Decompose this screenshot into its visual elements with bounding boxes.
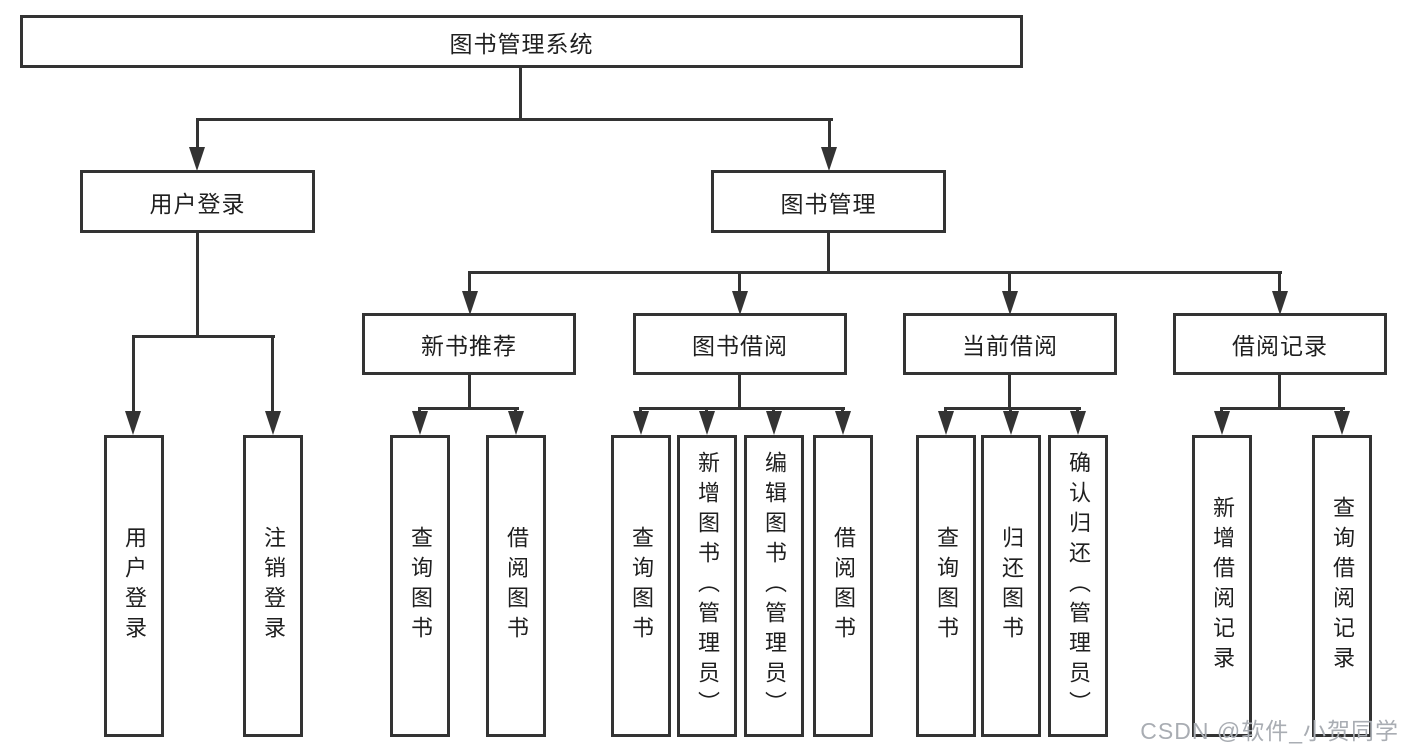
leaf-label: 归还图书 <box>999 526 1024 646</box>
node-label: 新书推荐 <box>421 333 517 359</box>
node-library-management-system: 图书管理系统 <box>20 15 1023 68</box>
leaf-user-login: 用户登录 <box>104 435 164 737</box>
leaf-borrow-books-borrow: 借阅图书 <box>813 435 873 737</box>
leaf-label: 查询借阅记录 <box>1330 496 1355 676</box>
arrow-down-icon <box>766 411 782 435</box>
connector-drop <box>271 335 274 415</box>
leaf-label: 用户登录 <box>122 526 147 646</box>
leaf-query-books-borrow: 查询图书 <box>611 435 671 737</box>
leaf-query-borrow-record: 查询借阅记录 <box>1312 435 1372 737</box>
leaf-query-books-recommend: 查询图书 <box>390 435 450 737</box>
connector-book-borrow-stub <box>738 375 741 410</box>
arrow-down-icon <box>462 291 478 315</box>
connector-user-login-stub <box>196 233 199 338</box>
arrow-down-icon <box>1214 411 1230 435</box>
connector-drop <box>738 271 741 297</box>
connector-drop <box>196 118 199 150</box>
leaf-borrow-books-recommend: 借阅图书 <box>486 435 546 737</box>
connector-drop <box>132 335 135 415</box>
connector-drop <box>468 271 471 297</box>
leaf-query-books-current: 查询图书 <box>916 435 976 737</box>
leaf-add-borrow-record: 新增借阅记录 <box>1192 435 1252 737</box>
node-borrow-records: 借阅记录 <box>1173 313 1387 375</box>
node-user-login: 用户登录 <box>80 170 315 233</box>
leaf-label: 借阅图书 <box>504 526 529 646</box>
arrow-down-icon <box>699 411 715 435</box>
connector-rail-book-borrow <box>639 407 845 410</box>
node-new-book-recommend: 新书推荐 <box>362 313 576 375</box>
connector-rail-new-book <box>418 407 519 410</box>
connector-borrow-records-stub <box>1278 375 1281 410</box>
leaf-label: 查询图书 <box>629 526 654 646</box>
connector-book-management-stub <box>827 233 830 274</box>
connector-drop <box>828 118 831 150</box>
arrow-down-icon <box>1272 291 1288 315</box>
arrow-down-icon <box>125 411 141 435</box>
leaf-edit-book-admin: 编辑图书（管理员） <box>744 435 804 737</box>
leaf-label: 编辑图书（管理员） <box>762 451 787 721</box>
leaf-label: 新增借阅记录 <box>1210 496 1235 676</box>
arrow-down-icon <box>633 411 649 435</box>
connector-rail-user-login <box>132 335 275 338</box>
arrow-down-icon <box>1070 411 1086 435</box>
connector-new-book-stub <box>468 375 471 410</box>
leaf-label: 注销登录 <box>261 526 286 646</box>
node-book-management: 图书管理 <box>711 170 946 233</box>
leaf-return-book: 归还图书 <box>981 435 1041 737</box>
leaf-add-book-admin: 新增图书（管理员） <box>677 435 737 737</box>
arrow-down-icon <box>508 411 524 435</box>
arrow-down-icon <box>835 411 851 435</box>
connector-rail-current-borrow <box>944 407 1081 410</box>
leaf-label: 查询图书 <box>934 526 959 646</box>
connector-root-stub <box>519 67 522 121</box>
arrow-down-icon <box>412 411 428 435</box>
connector-rail-borrow-records <box>1220 407 1345 410</box>
arrow-down-icon <box>1334 411 1350 435</box>
connector-rail-level3 <box>468 271 1282 274</box>
arrow-down-icon <box>821 147 837 171</box>
node-label: 借阅记录 <box>1232 333 1328 359</box>
leaf-label: 新增图书（管理员） <box>695 451 720 721</box>
leaf-logout: 注销登录 <box>243 435 303 737</box>
connector-current-borrow-stub <box>1008 375 1011 410</box>
node-label: 当前借阅 <box>962 333 1058 359</box>
arrow-down-icon <box>265 411 281 435</box>
node-label: 用户登录 <box>149 190 246 217</box>
leaf-label: 借阅图书 <box>831 526 856 646</box>
leaf-label: 查询图书 <box>408 526 433 646</box>
node-book-borrow: 图书借阅 <box>633 313 847 375</box>
node-current-borrow: 当前借阅 <box>903 313 1117 375</box>
arrow-down-icon <box>1002 291 1018 315</box>
leaf-label: 确认归还（管理员） <box>1066 451 1091 721</box>
connector-drop <box>1278 271 1281 297</box>
leaf-confirm-return-admin: 确认归还（管理员） <box>1048 435 1108 737</box>
watermark: CSDN @软件_小贺同学 <box>1140 718 1399 744</box>
node-label: 图书借阅 <box>692 333 788 359</box>
arrow-down-icon <box>938 411 954 435</box>
node-label: 图书管理系统 <box>449 30 594 57</box>
arrow-down-icon <box>1003 411 1019 435</box>
arrow-down-icon <box>189 147 205 171</box>
node-label: 图书管理 <box>780 190 877 217</box>
arrow-down-icon <box>732 291 748 315</box>
connector-rail-level2 <box>196 118 833 121</box>
connector-drop <box>1008 271 1011 297</box>
